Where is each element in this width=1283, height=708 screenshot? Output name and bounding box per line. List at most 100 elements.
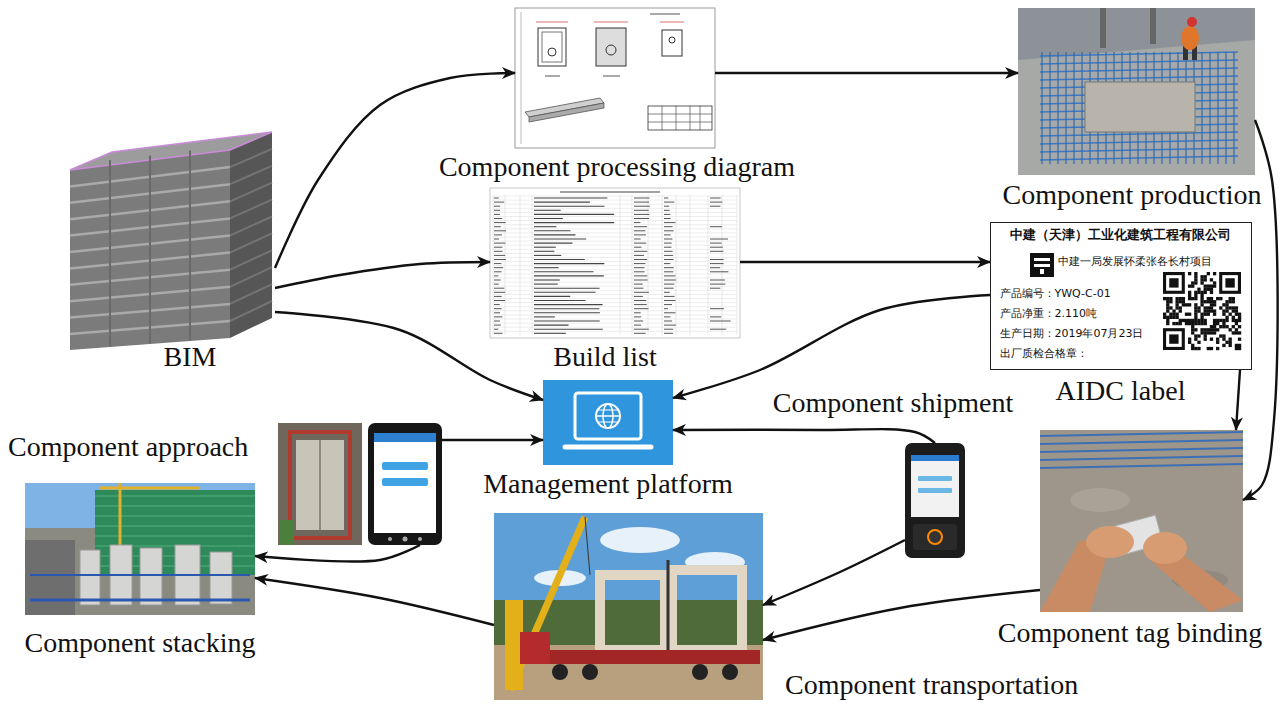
- column-rule: [505, 195, 506, 335]
- qr-module: [1216, 319, 1219, 322]
- truck-wheel: [692, 664, 708, 680]
- cell-mark: [664, 280, 676, 281]
- worker-helmet: [1187, 17, 1197, 27]
- qr-module: [1200, 316, 1203, 319]
- qr-module: [1238, 313, 1241, 316]
- rebar: [1040, 448, 1243, 452]
- qr-module: [1216, 297, 1219, 300]
- row-rule: [493, 216, 737, 217]
- cell-mark: [494, 259, 506, 260]
- qr-module: [1232, 309, 1235, 312]
- cell-mark: [710, 226, 722, 227]
- cell-mark: [494, 226, 501, 227]
- rebar: [1081, 52, 1082, 164]
- qr-module: [1225, 306, 1228, 309]
- qr-module: [1210, 331, 1213, 334]
- qr-module: [1191, 297, 1194, 300]
- qr-module: [1225, 319, 1228, 322]
- rebar: [1040, 432, 1243, 436]
- qr-module: [1213, 322, 1216, 325]
- cell-mark: [634, 210, 649, 211]
- cell-mark: [494, 230, 506, 231]
- section-rebar: [542, 32, 562, 62]
- drawing-sheet-node: Component processing diagram: [515, 8, 715, 148]
- qr-module: [1207, 309, 1210, 312]
- laptop-screen: [575, 393, 641, 439]
- cell-mark: [534, 218, 563, 219]
- qr-module: [1210, 278, 1213, 281]
- qr-module: [1225, 309, 1228, 312]
- dimension-line: [660, 22, 684, 23]
- qr-module: [1210, 306, 1213, 309]
- row-rule: [493, 196, 737, 197]
- qr-finder: [1219, 272, 1241, 294]
- qr-module: [1225, 325, 1228, 328]
- qr-module: [1194, 291, 1197, 294]
- rebar: [1040, 52, 1238, 56]
- cell-mark: [634, 329, 649, 330]
- qr-module: [1213, 309, 1216, 312]
- rebar: [1040, 456, 1243, 460]
- cell-mark: [494, 300, 505, 301]
- qr-module: [1172, 313, 1175, 316]
- qr-module: [1172, 322, 1175, 325]
- cell-mark: [494, 210, 500, 211]
- rebar: [1040, 148, 1238, 152]
- cell-mark: [664, 214, 670, 215]
- screen-button: [918, 476, 952, 481]
- floor-slab: [230, 250, 272, 269]
- qr-module: [1185, 319, 1188, 322]
- column-rule: [662, 195, 663, 335]
- qr-module: [1194, 272, 1197, 275]
- component-caption: BIM: [164, 342, 217, 373]
- qr-module: [1229, 306, 1232, 309]
- qr-module: [1204, 284, 1207, 287]
- row-rule: [493, 212, 737, 213]
- qr-module: [1194, 316, 1197, 319]
- component-caption: Component production: [1003, 180, 1262, 211]
- component-caption: Component stacking: [25, 628, 256, 659]
- drawing-sheet: [515, 8, 715, 148]
- qr-module: [1200, 291, 1203, 294]
- cell-mark: [664, 267, 674, 268]
- qr-module: [1213, 325, 1216, 328]
- qr-module: [1207, 347, 1210, 350]
- truck-wheel: [552, 664, 568, 680]
- row-rule: [493, 327, 737, 328]
- handheld-body: [905, 443, 965, 558]
- stored-panel: [140, 548, 162, 605]
- rebar: [1040, 76, 1238, 80]
- component-caption: Management platform: [483, 469, 733, 500]
- cell-mark: [534, 263, 604, 264]
- qr-module: [1207, 284, 1210, 287]
- qr-module: [1169, 316, 1172, 319]
- qr-module: [1191, 319, 1194, 322]
- qr-module: [1169, 297, 1172, 300]
- flow-arrow: [1236, 370, 1240, 430]
- qr-module: [1222, 309, 1225, 312]
- dimension-line: [536, 22, 568, 23]
- qr-module: [1188, 322, 1191, 325]
- cell-mark: [634, 226, 647, 227]
- floor-slab: [230, 200, 272, 219]
- nav-button: [403, 537, 408, 542]
- casting-bed: [1018, 40, 1255, 175]
- cell-mark: [534, 288, 600, 289]
- cell-mark: [710, 202, 722, 203]
- qr-module: [1229, 328, 1232, 331]
- qr-module: [1194, 306, 1197, 309]
- qr-module: [1200, 303, 1203, 306]
- table-rule: [690, 106, 691, 130]
- rebar: [1233, 52, 1234, 164]
- cell-mark: [534, 206, 604, 207]
- qr-module: [1182, 303, 1185, 306]
- qr-module: [1188, 303, 1191, 306]
- row-rule: [493, 245, 737, 246]
- row-rule: [493, 232, 737, 233]
- schedule-table: [648, 106, 712, 130]
- flow-arrow: [1243, 120, 1278, 500]
- qr-finder: [1169, 278, 1178, 287]
- cell-mark: [534, 304, 603, 305]
- cell-mark: [710, 316, 721, 317]
- cell-mark: [634, 263, 645, 264]
